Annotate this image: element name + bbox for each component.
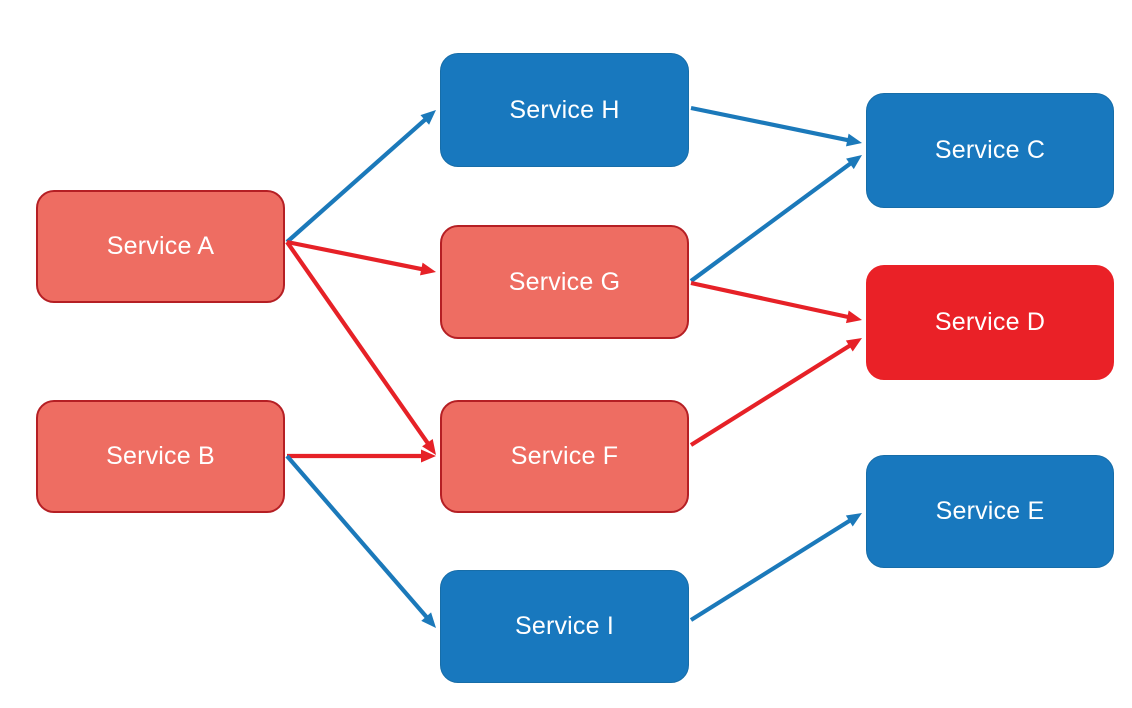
edge-g-d (690, 280, 862, 324)
edge-b-i (285, 454, 436, 628)
node-label-f: Service F (510, 442, 619, 470)
arrowhead-g-c (846, 155, 862, 170)
edge-line-a-h (285, 117, 428, 244)
node-service-c[interactable]: Service C (866, 93, 1114, 208)
node-service-f[interactable]: Service F (440, 400, 689, 513)
node-service-d[interactable]: Service D (866, 265, 1114, 380)
edge-a-h (285, 110, 436, 244)
edge-a-f (285, 240, 436, 455)
node-label-b: Service B (106, 442, 215, 470)
node-service-h[interactable]: Service H (440, 53, 689, 167)
edge-a-g (286, 239, 436, 276)
node-service-a[interactable]: Service A (36, 190, 285, 303)
node-service-g[interactable]: Service G (440, 225, 689, 339)
edge-line-a-g (286, 239, 424, 272)
edge-line-i-e (689, 518, 853, 622)
edge-line-f-d (689, 343, 853, 447)
edge-line-h-c (690, 105, 850, 143)
edge-g-c (689, 155, 862, 283)
edge-line-b-i (285, 454, 430, 620)
node-label-a: Service A (106, 232, 215, 260)
node-service-e[interactable]: Service E (866, 455, 1114, 568)
arrowhead-a-h (420, 110, 436, 125)
arrowhead-f-d (845, 338, 862, 352)
edge-f-d (689, 338, 862, 447)
arrowhead-g-d (845, 310, 862, 324)
node-label-g: Service G (508, 267, 621, 296)
edge-line-g-c (689, 161, 853, 283)
edge-line-a-f (285, 240, 431, 446)
node-label-h: Service H (509, 95, 620, 124)
arrowhead-a-f (422, 438, 436, 455)
arrowhead-i-e (845, 513, 862, 527)
node-label-i: Service I (514, 612, 615, 640)
node-service-i[interactable]: Service I (440, 570, 689, 683)
node-service-b[interactable]: Service B (36, 400, 285, 513)
node-label-d: Service D (934, 308, 1046, 336)
arrowhead-b-f (421, 449, 436, 463)
node-label-e: Service E (935, 497, 1045, 525)
arrowhead-h-c (846, 133, 862, 147)
arrowhead-b-i (421, 612, 436, 628)
edge-line-g-d (690, 280, 850, 320)
node-label-c: Service C (934, 136, 1046, 164)
edge-b-f (287, 449, 436, 463)
arrowhead-a-g (420, 262, 436, 276)
edge-h-c (690, 105, 862, 147)
edge-i-e (689, 513, 862, 622)
